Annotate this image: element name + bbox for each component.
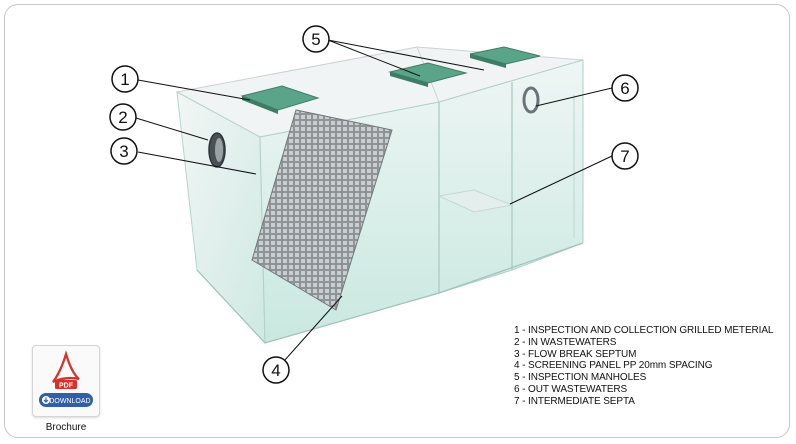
legend-item: 7 - INTERMEDIATE SEPTA	[514, 395, 635, 407]
callout-3: 3	[110, 137, 138, 165]
callout-7-number: 7	[620, 147, 629, 166]
legend-list: 1 - INSPECTION AND COLLECTION GRILLED ME…	[514, 325, 773, 408]
inspection-manhole	[240, 85, 320, 114]
callout-5-number: 5	[311, 30, 320, 49]
pdf-icon-graphic: PDF DOWNLOAD	[39, 350, 93, 407]
callout-1-number: 1	[120, 70, 129, 89]
download-arrow-icon	[43, 397, 49, 403]
callout-3-number: 3	[119, 142, 128, 161]
legend-item: 1 - INSPECTION AND COLLECTION GRILLED ME…	[514, 325, 774, 336]
callout-1: 1	[111, 65, 139, 93]
brochure-caption: Brochure	[45, 422, 87, 433]
pdf-icon[interactable]: PDF DOWNLOAD	[32, 345, 100, 417]
download-label: DOWNLOAD	[49, 398, 90, 405]
callout-2: 2	[109, 103, 137, 131]
callout-4: 4	[262, 356, 290, 384]
outlet-pipe	[522, 86, 540, 114]
callout-6-number: 6	[620, 79, 629, 98]
callout-4-number: 4	[271, 361, 280, 380]
legend-item: 4 - SCREENING PANEL PP 20mm SPACING	[514, 360, 713, 372]
tank-body	[175, 46, 584, 345]
leader-lines	[135, 39, 613, 371]
legend-item: 6 - OUT WASTEWATERS	[514, 383, 628, 395]
legend-item: 3 - FLOW BREAK SEPTUM	[514, 348, 637, 360]
tank-bottom-edge	[196, 242, 584, 344]
pdf-badge-text: PDF	[59, 383, 74, 390]
callout-2-number: 2	[118, 108, 127, 127]
callout-5: 5	[302, 25, 330, 53]
screening-panel	[251, 109, 393, 311]
inspection-manhole	[388, 62, 468, 87]
callout-7: 7	[611, 142, 639, 170]
legend-item: 5 - INSPECTION MANHOLES	[514, 372, 647, 384]
intermediate-septa	[437, 189, 514, 213]
legend-item: 2 - IN WASTEWATERS	[514, 336, 617, 348]
inspection-manhole	[469, 46, 541, 68]
inlet-pipe	[208, 132, 226, 168]
brochure-download-link[interactable]: PDF DOWNLOAD Brochure	[32, 345, 100, 433]
callout-6: 6	[611, 74, 639, 102]
